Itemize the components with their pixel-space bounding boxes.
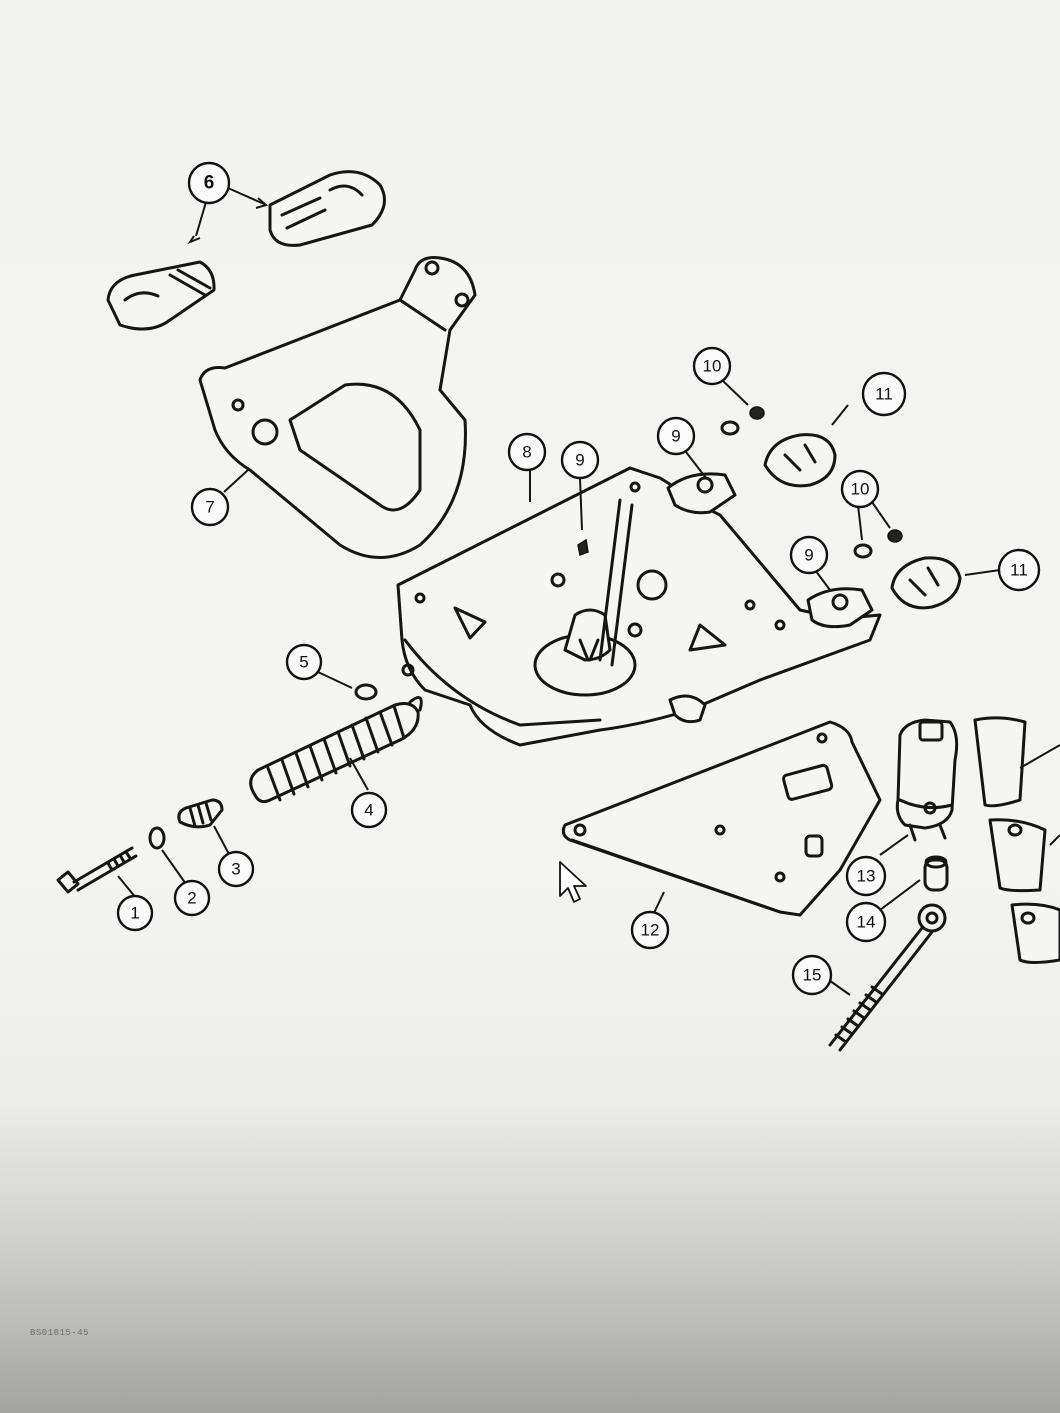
callout-11b: 11 (997, 548, 1041, 592)
callout-5: 5 (285, 643, 323, 681)
svg-text:10: 10 (703, 357, 722, 376)
svg-text:10: 10 (851, 480, 870, 499)
callout-12: 12 (630, 910, 670, 950)
callout-2: 2 (173, 879, 211, 917)
callout-15: 15 (791, 954, 833, 996)
callout-9b: 9 (656, 416, 696, 456)
part-6-clamp-halves (106, 170, 386, 331)
svg-text:9: 9 (575, 451, 584, 470)
part-5-nut (354, 683, 378, 701)
part-13-block (895, 718, 959, 842)
callout-10b: 10 (840, 469, 880, 509)
part-11-knob-lower (890, 556, 962, 610)
svg-text:3: 3 (231, 860, 240, 879)
svg-text:9: 9 (671, 427, 680, 446)
part-11-knob-upper (763, 433, 837, 488)
callout-8: 8 (507, 432, 547, 472)
svg-text:9: 9 (804, 546, 813, 565)
callout-13: 13 (845, 855, 887, 897)
svg-text:15: 15 (803, 966, 822, 985)
svg-text:5: 5 (299, 653, 308, 672)
svg-text:11: 11 (875, 385, 893, 404)
part-15-eye-bolt (828, 903, 947, 1052)
part-7-lever-arm (198, 256, 477, 559)
callout-14: 14 (845, 901, 887, 943)
svg-text:4: 4 (364, 801, 373, 820)
callout-9c: 9 (789, 535, 829, 575)
leader-lines (117, 187, 1001, 996)
drawing-reference-code: BS01815-45 (30, 1328, 90, 1338)
svg-text:8: 8 (522, 443, 531, 462)
part-1-bolt (56, 846, 138, 894)
svg-text:13: 13 (857, 867, 876, 886)
part-8-main-plate (396, 466, 882, 747)
svg-text:11: 11 (1010, 561, 1028, 580)
svg-text:1: 1 (130, 904, 139, 923)
svg-text:14: 14 (857, 913, 876, 932)
part-14-bushing (923, 855, 949, 892)
part-4-spring (249, 696, 423, 804)
callout-1: 1 (116, 894, 154, 932)
callout-11a: 11 (861, 371, 907, 417)
callout-4: 4 (350, 791, 388, 829)
part-2-washer (148, 826, 166, 850)
svg-text:6: 6 (204, 173, 215, 194)
svg-text:12: 12 (641, 921, 660, 940)
part-10-nuts-lower (853, 529, 903, 559)
svg-text:7: 7 (205, 498, 214, 517)
callout-7: 7 (190, 487, 230, 527)
callout-3: 3 (217, 850, 255, 888)
right-edge-partial-parts (973, 716, 1060, 964)
svg-text:2: 2 (187, 889, 196, 908)
callout-6: 6 (187, 161, 231, 205)
mouse-cursor-icon (559, 861, 587, 903)
callout-10a: 10 (692, 346, 732, 386)
part-9-pin (577, 538, 589, 557)
part-3-small-spring (177, 798, 224, 829)
callout-9a: 9 (560, 440, 600, 480)
part-12-bracket-plate (561, 720, 882, 917)
part-10-nuts-upper (720, 406, 765, 436)
